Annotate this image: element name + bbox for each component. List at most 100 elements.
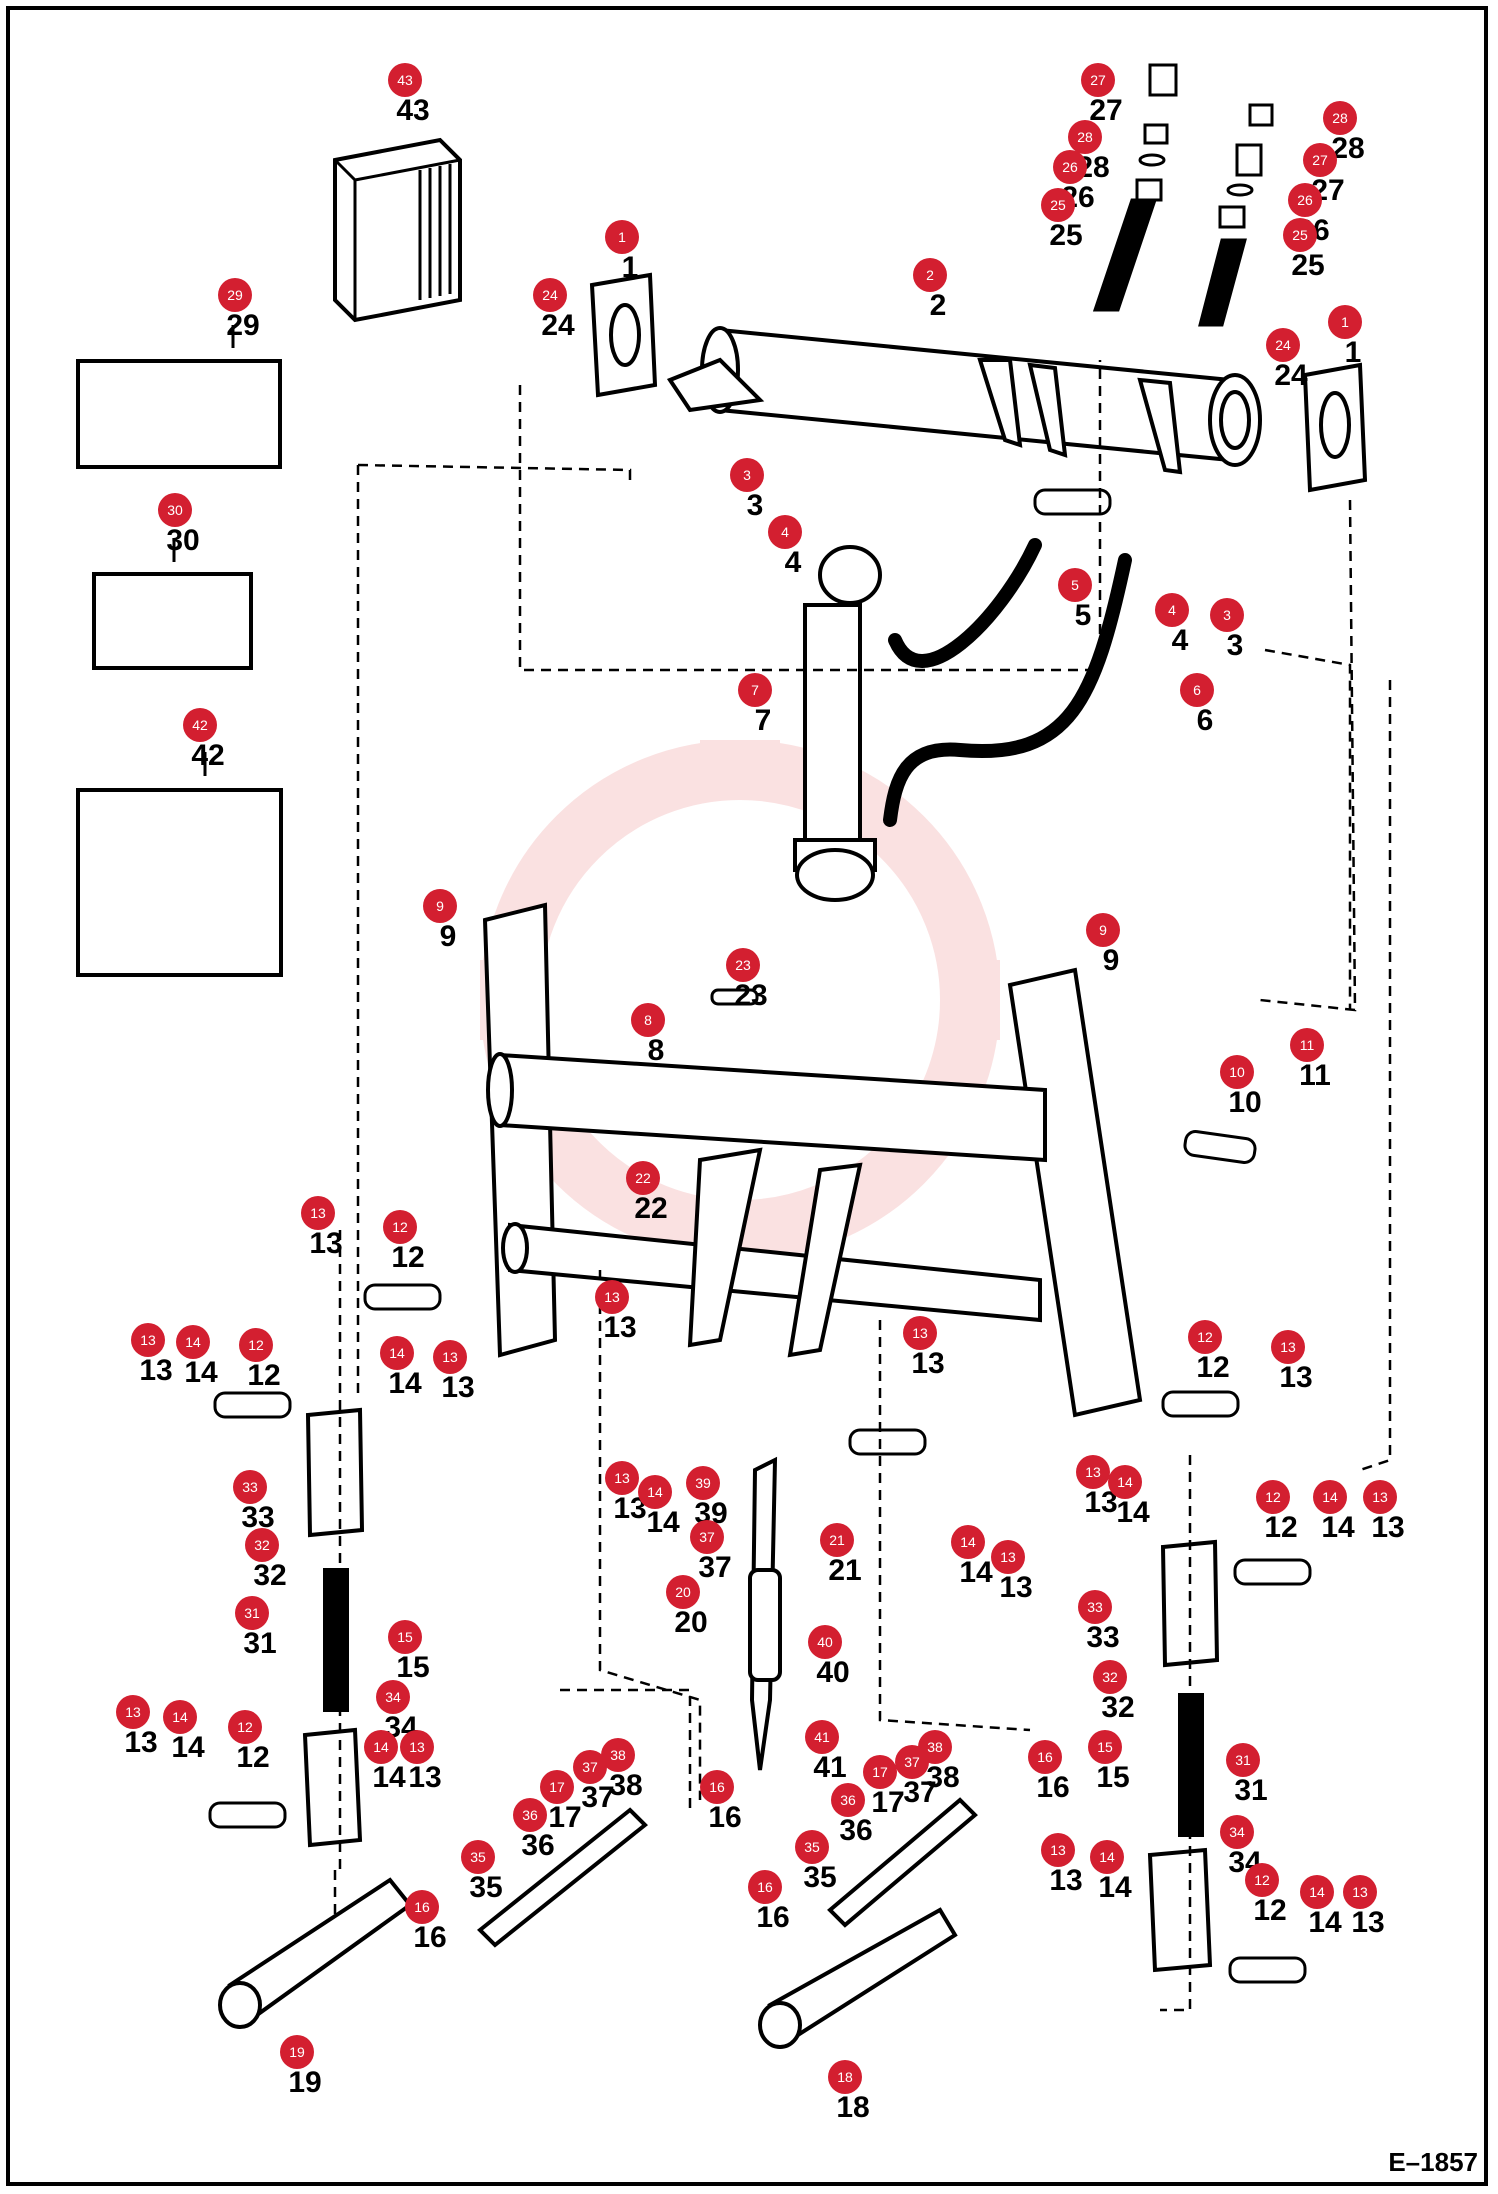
hydraulic-cylinder-part [793, 545, 882, 902]
callout-1: 11 [605, 220, 639, 284]
callout-number: 32 [253, 1559, 286, 1592]
callout-badge [1041, 1833, 1075, 1867]
callout-badge [690, 1520, 724, 1554]
callout-badge-number: 37 [904, 1754, 920, 1770]
callout-number: 9 [440, 920, 457, 953]
callout-badge [183, 708, 217, 742]
callout-badge [380, 1336, 414, 1370]
callout-number: 35 [469, 1871, 502, 1904]
callout-number: 14 [372, 1761, 406, 1794]
callout-badge-number: 14 [647, 1484, 663, 1500]
callout-number: 14 [388, 1367, 422, 1400]
callout-number: 13 [603, 1311, 636, 1344]
callout-badge-number: 16 [709, 1779, 725, 1795]
callout-badge [820, 1523, 854, 1557]
callout-badge [1290, 1028, 1324, 1062]
callout-badge [730, 458, 764, 492]
callout-badge-number: 3 [1223, 607, 1231, 623]
callout-badge-number: 10 [1229, 1064, 1245, 1080]
callout-badge-number: 13 [1372, 1489, 1388, 1505]
callout-badge-number: 14 [1309, 1884, 1325, 1900]
callout-number: 42 [191, 739, 224, 772]
callout-badge [895, 1745, 929, 1779]
callout-number: 23 [734, 979, 767, 1012]
callout-number: 38 [609, 1769, 642, 1802]
callout-number: 27 [1089, 94, 1122, 127]
callout-badge [913, 258, 947, 292]
callout-badge-number: 34 [385, 1689, 401, 1705]
callout-badge [605, 1461, 639, 1495]
callout-badge-number: 14 [172, 1709, 188, 1725]
callout-number: 16 [413, 1921, 446, 1954]
callout-badge-number: 14 [960, 1534, 976, 1550]
decal-42 [76, 788, 283, 977]
flange-plate-left [589, 272, 658, 398]
callout-badge [1076, 1455, 1110, 1489]
callout-badge-number: 18 [837, 2069, 853, 2085]
callout-badge-number: 12 [1254, 1872, 1270, 1888]
callout-badge [573, 1750, 607, 1784]
callout-badge-number: 13 [1352, 1884, 1368, 1900]
callout-badge [738, 673, 772, 707]
callout-badge [626, 1161, 660, 1195]
callout-badge [1220, 1815, 1254, 1849]
callout-number: 33 [1086, 1621, 1119, 1654]
callout-badge [1343, 1875, 1377, 1909]
callout-badge [388, 1620, 422, 1654]
callout-badge-number: 6 [1193, 682, 1201, 698]
callout-badge-number: 16 [1037, 1749, 1053, 1765]
callout-badge [1226, 1743, 1260, 1777]
callout-badge [991, 1540, 1025, 1574]
callout-badge-number: 13 [1000, 1549, 1016, 1565]
callout-badge [748, 1870, 782, 1904]
callout-badge [433, 1340, 467, 1374]
callout-badge [540, 1770, 574, 1804]
callout-badge [805, 1720, 839, 1754]
callout-badge-number: 33 [242, 1479, 258, 1495]
callout-badge-number: 25 [1292, 227, 1308, 243]
callout-badge-number: 3 [743, 467, 751, 483]
pin-parts [208, 488, 1312, 1984]
callout-badge [1180, 673, 1214, 707]
callout-9: 99 [423, 889, 457, 953]
callout-badge [280, 2035, 314, 2069]
callout-badge [513, 1798, 547, 1832]
callout-number: 14 [1098, 1871, 1132, 1904]
callout-badge [1028, 1740, 1062, 1774]
fitting-assembly-left [1092, 63, 1178, 312]
callout-badge [686, 1466, 720, 1500]
callout-badge-number: 16 [414, 1899, 430, 1915]
callout-number: 36 [521, 1829, 554, 1862]
callout-badge-number: 14 [185, 1334, 201, 1350]
callout-badge-number: 13 [125, 1704, 141, 1720]
callout-number: 3 [747, 489, 764, 522]
callout-number: 4 [785, 546, 802, 579]
callout-number: 22 [634, 1192, 667, 1225]
callout-badge-number: 37 [582, 1759, 598, 1775]
callout-number: 13 [911, 1347, 944, 1380]
callout-number: 36 [839, 1814, 872, 1847]
callout-number: 37 [581, 1781, 614, 1814]
callout-number: 7 [755, 704, 772, 737]
callout-number: 25 [1049, 219, 1082, 252]
callout-number: 2 [930, 289, 947, 322]
callout-number: 37 [903, 1776, 936, 1809]
callout-badge [595, 1280, 629, 1314]
callout-badge-number: 13 [409, 1739, 425, 1755]
decal-30 [92, 572, 253, 670]
callout-badge [1220, 1055, 1254, 1089]
callout-badge-number: 13 [604, 1289, 620, 1305]
